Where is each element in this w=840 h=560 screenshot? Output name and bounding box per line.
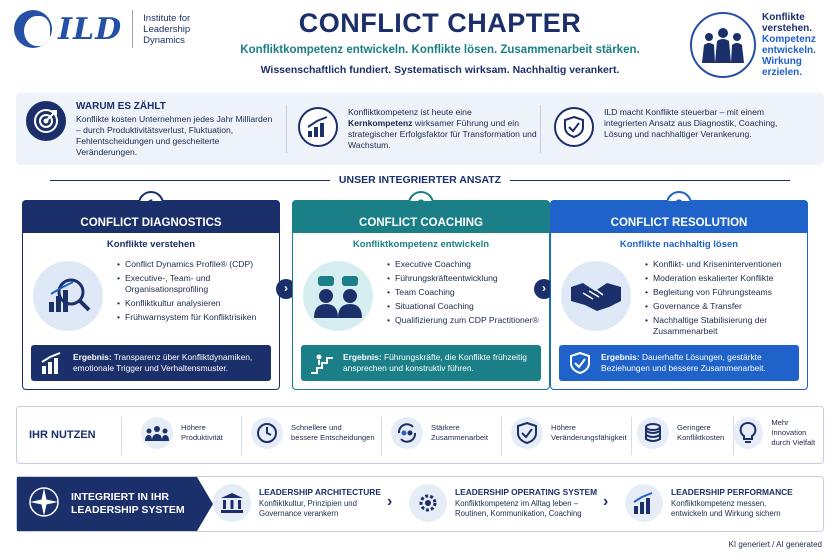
logo-wordmark: ILD [58,11,123,47]
card-result: Ergebnis: Führungskräfte, die Konflikte … [301,345,541,381]
why-text-1: Konflikte kosten Unternehmen jedes Jahr … [76,114,273,157]
next-arrow-button[interactable]: › [276,279,296,299]
list-item: Begleitung von Führungsteams [645,287,805,298]
ai-generated-note: KI generiert / AI generated [728,540,822,549]
card-subtitle: Konfliktkompetenz entwickeln [352,239,490,250]
why-col-2: Konfliktkompetenz ist heute eine Kernkom… [298,107,548,151]
divider [631,417,632,455]
team-icon [141,417,173,449]
institute-name: Institute for Leadership Dynamics [143,12,191,46]
card-title: CONFLICT COACHING [293,201,549,233]
head-profile-icon [14,10,52,48]
card-list: Executive Coaching Führungskräfteentwick… [387,259,547,329]
card-subtitle: Konflikte verstehen [106,239,196,250]
card-list: Konflikt- und Kriseninterventionen Moder… [645,259,805,340]
why-heading: WARUM ES ZÄHLT [76,101,166,112]
institution-icon [213,484,251,522]
shield-check-icon [567,350,593,376]
divider [121,417,122,455]
growth-chart-icon [625,484,663,522]
heading-rule [50,180,330,181]
card-title: CONFLICT DIAGNOSTICS [23,201,279,233]
clock-icon [251,417,283,449]
magnifier-chart-icon [33,261,103,331]
card-conflict-coaching: 2 CONFLICT COACHING Konfliktkompetenz en… [292,191,550,390]
list-item: Conflict Dynamics Profile® (CDP) [117,259,277,270]
list-item: Governance & Transfer [645,301,805,312]
target-icon [26,101,66,141]
list-item: Qualifizierung zum CDP Practitioner® [387,315,547,326]
list-item: Executive Coaching [387,259,547,270]
lightbulb-icon [733,417,764,449]
divider [540,105,541,153]
claim-text: Konflikte verstehen. Kompetenz entwickel… [762,12,816,78]
card-result: Ergebnis: Dauerhafte Lösungen, gestärkte… [559,345,799,381]
card-conflict-resolution: 3 CONFLICT RESOLUTION Konflikte nachhalt… [550,191,808,390]
ild-logo: ILD Institute for Leadership Dynamics [14,10,190,48]
why-text-3: ILD macht Konflikte steuerbar – mit eine… [604,107,778,139]
card-list: Conflict Dynamics Profile® (CDP) Executi… [117,259,277,326]
chevron-right-icon: › [603,493,609,510]
section-heading: UNSER INTEGRIERTER ANSATZ [50,172,790,188]
logo-divider [132,10,134,48]
growth-chart-icon [298,107,338,147]
list-item: Situational Coaching [387,301,547,312]
people-group-icon [690,12,756,78]
list-item: Konfliktkultur analysieren [117,298,277,309]
list-item: Konflikt- und Kriseninterventionen [645,259,805,270]
divider [501,417,502,455]
compass-icon [27,485,61,524]
card-subtitle: Konflikte nachhaltig lösen [619,239,739,250]
list-item: Frühwarnsystem für Konfliktrisiken [117,312,277,323]
bar-chart-icon [39,350,65,376]
page-subtitle: Konfliktkompetenz entwickeln. Konflikte … [240,44,640,56]
coins-icon [637,417,669,449]
card-conflict-diagnostics: 1 CONFLICT DIAGNOSTICS Konflikte versteh… [22,191,280,390]
handshake-icon [561,261,631,331]
card-title: CONFLICT RESOLUTION [551,201,807,233]
dialogue-icon [303,261,373,331]
page-title: CONFLICT CHAPTER [298,8,582,38]
stairs-person-icon [309,350,335,376]
list-item: Team Coaching [387,287,547,298]
shield-check-icon [511,417,543,449]
list-item: Moderation eskalierter Konflikte [645,273,805,284]
claim-block: Konflikte verstehen. Kompetenz entwickel… [690,12,822,78]
gear-icon [409,484,447,522]
heading-rule [510,180,790,181]
divider [286,105,287,153]
page-tagline: Wissenschaftlich fundiert. Systematisch … [260,64,620,76]
benefits-label: IHR NUTZEN [29,429,96,441]
next-arrow-button[interactable]: › [534,279,554,299]
why-it-matters-panel: WARUM ES ZÄHLT Konflikte kosten Unterneh… [16,93,824,165]
why-col-3: ILD macht Konflikte steuerbar – mit eine… [554,107,814,147]
chevron-right-icon: › [387,493,393,510]
list-item: Führungskräfteentwicklung [387,273,547,284]
list-item: Executive-, Team- und Organisationsprofi… [117,273,277,295]
card-result: Ergebnis: Transparenz über Konfliktdynam… [31,345,271,381]
divider [381,417,382,455]
keyword: Kernkompetenz [348,118,413,128]
divider [241,417,242,455]
why-col-1: WARUM ES ZÄHLT Konflikte kosten Unterneh… [26,101,286,158]
collaboration-icon [391,417,423,449]
shield-check-icon [554,107,594,147]
list-item: Nachhaltige Stabilisierung der Zusammena… [645,315,805,337]
